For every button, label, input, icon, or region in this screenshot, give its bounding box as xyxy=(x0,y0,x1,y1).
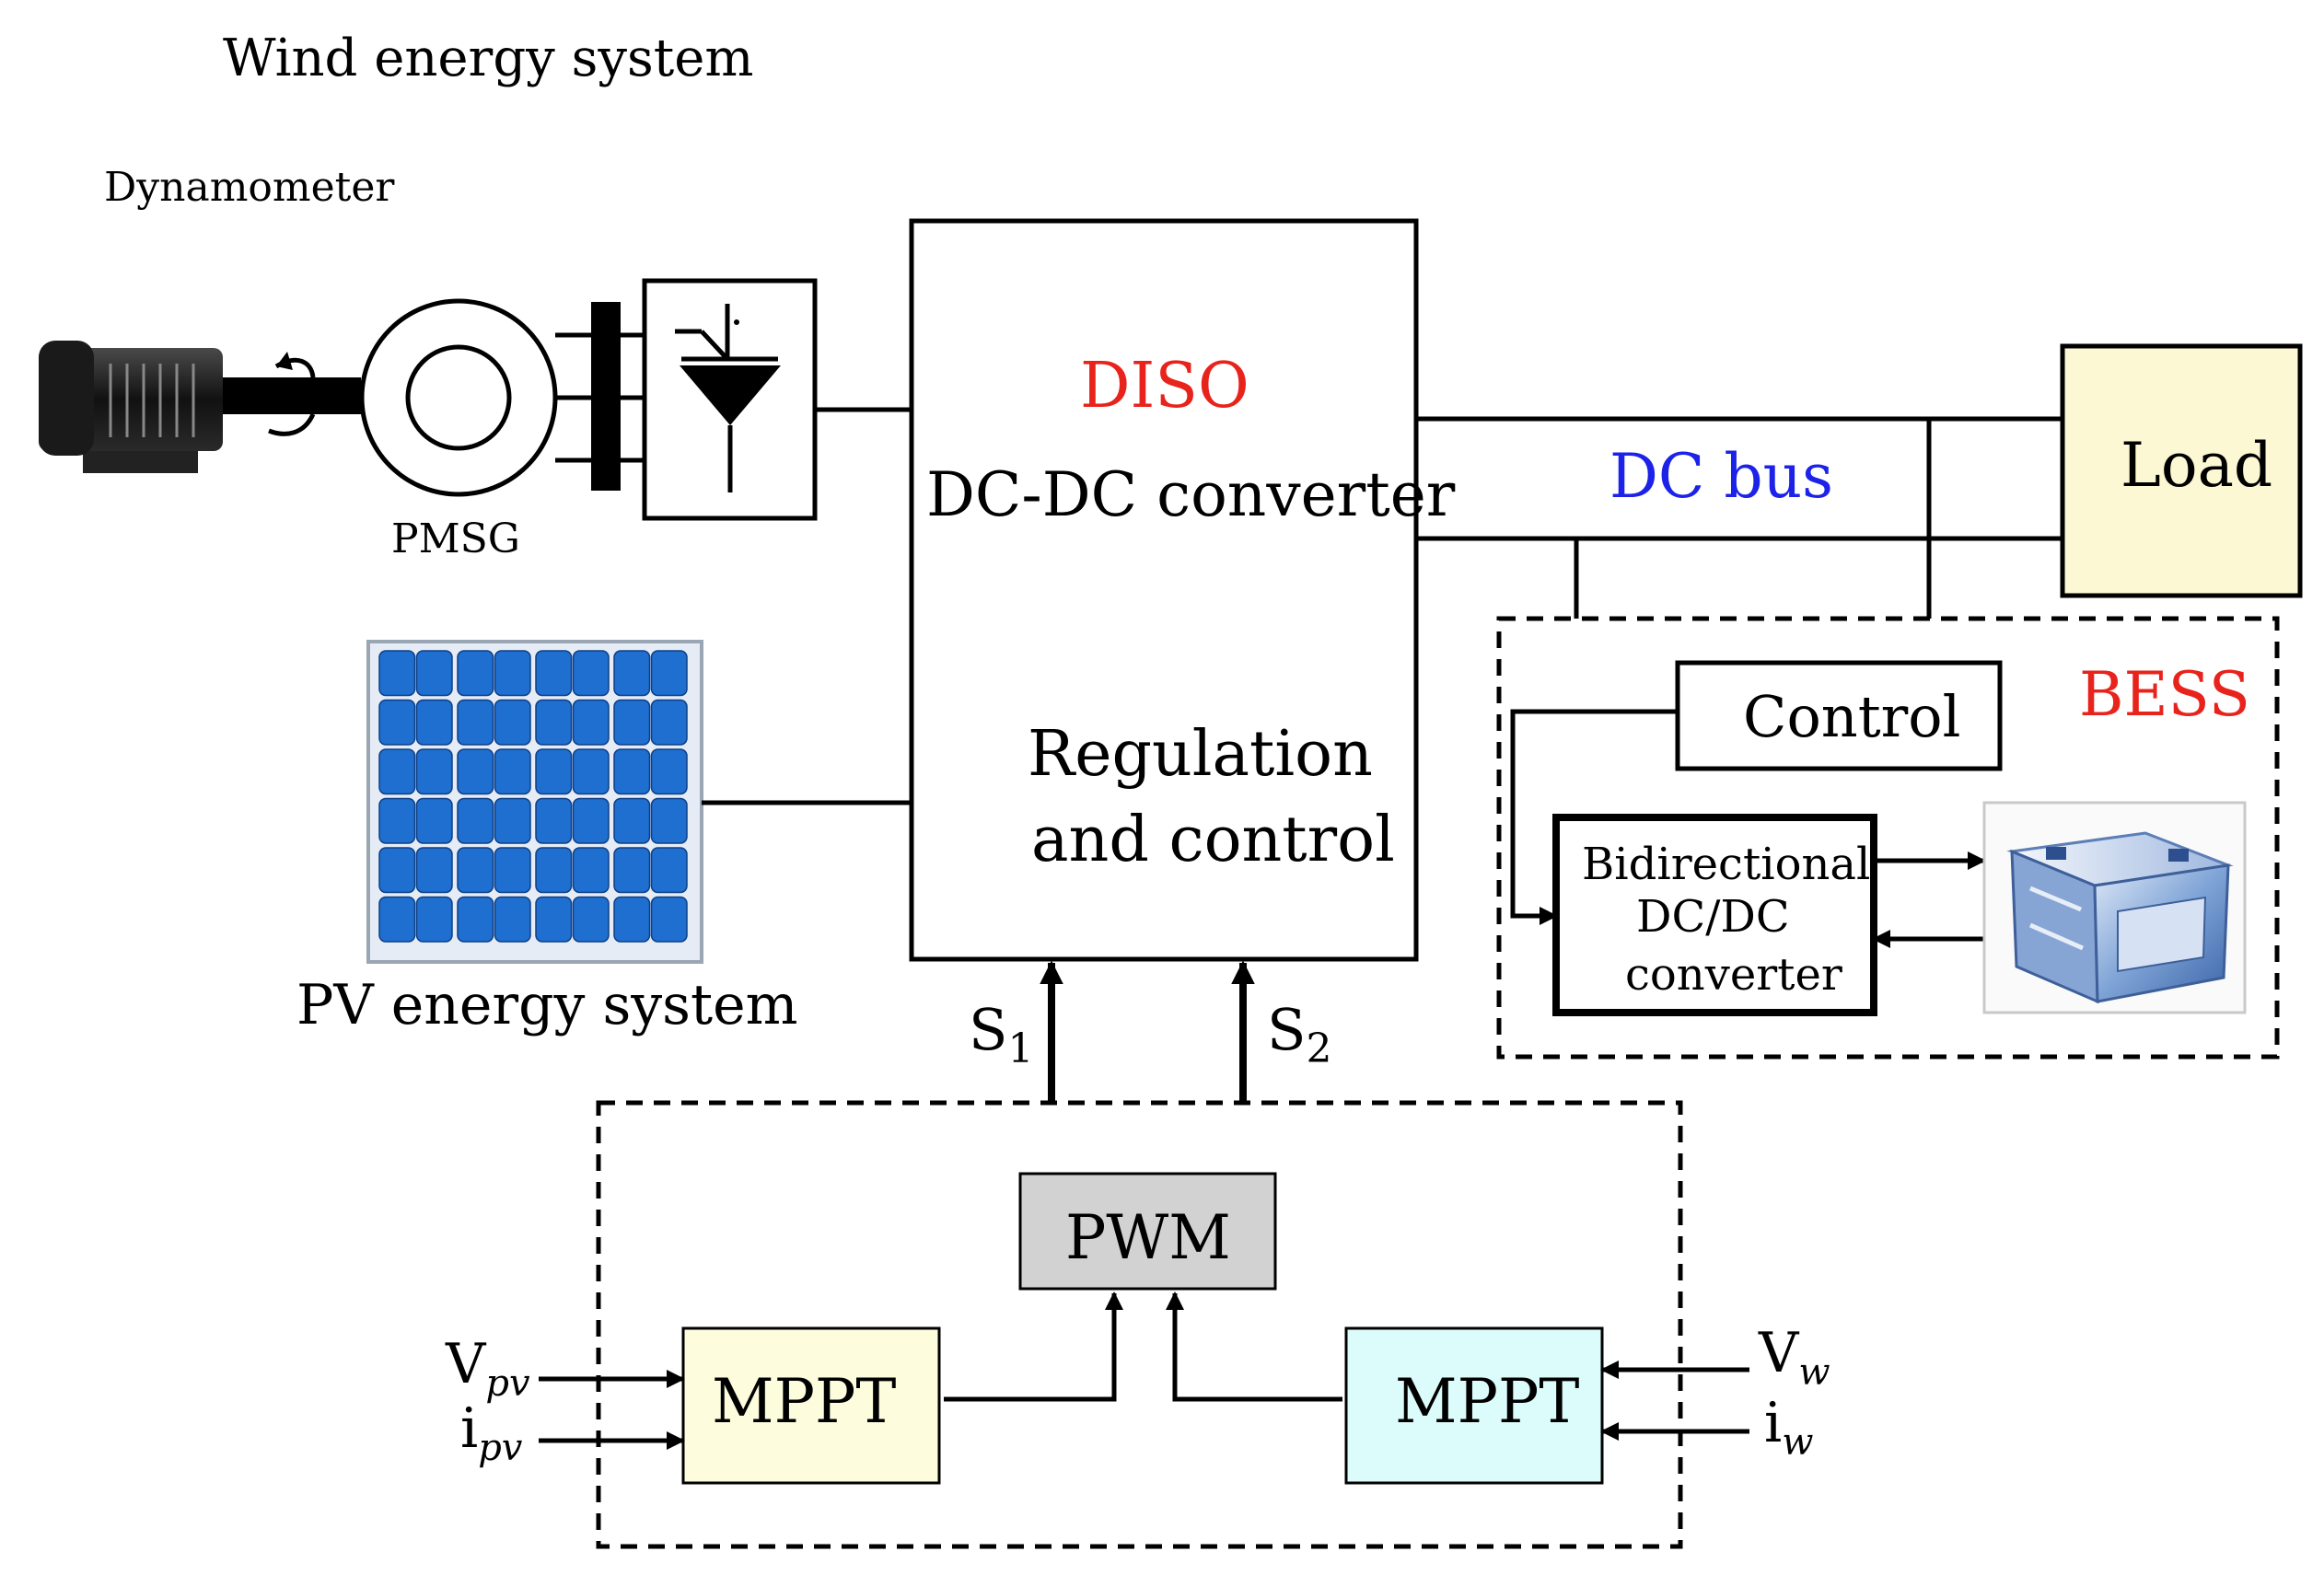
s1-label: S1 xyxy=(969,996,1033,1072)
dc-bus xyxy=(1416,416,2063,619)
pv-cell xyxy=(535,847,573,894)
pv-cell xyxy=(494,797,531,844)
pv-cell xyxy=(494,699,531,746)
load-block: Load xyxy=(2060,343,2303,598)
dcdc-converter-label: DC-DC converter xyxy=(926,459,1456,530)
dynamometer-motor-icon xyxy=(39,341,361,473)
pv-cell xyxy=(572,847,610,894)
diso-label: DISO xyxy=(1080,350,1249,423)
pv-cell xyxy=(535,748,573,795)
bess-boundary xyxy=(1496,616,2280,1060)
pv-cell xyxy=(572,896,610,943)
mppt-wind-block: MPPT xyxy=(1344,1326,1604,1485)
control-to-bidirectional-wire xyxy=(1510,709,1678,925)
pv-cell xyxy=(457,797,494,844)
pv-cell xyxy=(378,797,416,844)
wind-energy-system-title: Wind energy system xyxy=(223,29,753,88)
battery-icon xyxy=(1982,801,2247,1014)
dcdc-slash-label: DC/DC xyxy=(1636,891,1790,943)
dc-bus-label: DC bus xyxy=(1609,441,1833,512)
pv-cell xyxy=(572,650,610,697)
dynamometer-label: Dynamometer xyxy=(104,164,395,211)
pv-cell xyxy=(378,650,416,697)
bess-label: BESS xyxy=(2079,659,2250,730)
pv-cell xyxy=(650,650,688,697)
pv-cell xyxy=(613,797,651,844)
pv-cell xyxy=(415,650,453,697)
mppt-pv-to-pwm-wire xyxy=(944,1291,1123,1402)
pv-cell xyxy=(415,797,453,844)
pv-cell xyxy=(415,847,453,894)
pwm-block: PWM xyxy=(1018,1172,1277,1291)
s2-label: S2 xyxy=(1267,996,1331,1072)
pv-cell xyxy=(457,650,494,697)
pv-cell xyxy=(378,748,416,795)
bidirectional-converter-block: Bidirectional DC/DC converter xyxy=(1552,814,1877,1016)
bess-control-block: Control xyxy=(1675,660,2003,771)
rectifier-box xyxy=(642,278,818,521)
control-unit-boundary xyxy=(596,1100,1683,1549)
load-label: Load xyxy=(2121,430,2272,501)
pv-cell xyxy=(572,699,610,746)
pv-cell xyxy=(494,847,531,894)
pv-cell xyxy=(572,748,610,795)
regulation-label: Regulation xyxy=(1028,718,1373,791)
pv-cell xyxy=(378,699,416,746)
pmsg-generator-icon xyxy=(359,298,645,497)
pv-cell xyxy=(415,896,453,943)
diso-converter-block: DISO DC-DC converter Regulation and cont… xyxy=(909,218,1456,962)
pv-cell xyxy=(494,748,531,795)
pv-cell xyxy=(650,699,688,746)
mppt-pv-block: MPPT xyxy=(681,1326,941,1485)
pv-cell xyxy=(613,847,651,894)
pv-cell xyxy=(613,896,651,943)
pv-cell xyxy=(650,797,688,844)
mppt-wind-label: MPPT xyxy=(1395,1366,1579,1437)
pv-cell xyxy=(457,896,494,943)
and-control-label: and control xyxy=(1031,804,1395,876)
pv-cell xyxy=(494,896,531,943)
pv-cell xyxy=(650,847,688,894)
bidirectional-converter-label: converter xyxy=(1625,949,1842,1001)
pv-cell xyxy=(494,650,531,697)
pv-cell xyxy=(415,748,453,795)
pv-cell xyxy=(535,797,573,844)
pv-cell xyxy=(613,748,651,795)
bess-control-label: Control xyxy=(1743,683,1960,750)
ipv-label: ipv xyxy=(460,1396,523,1469)
pv-cell xyxy=(572,797,610,844)
pv-cell xyxy=(535,699,573,746)
pv-cell xyxy=(457,847,494,894)
pv-panel-icon xyxy=(366,640,703,964)
pv-cell xyxy=(650,748,688,795)
pv-cell xyxy=(457,748,494,795)
mppt-wind-to-pwm-wire xyxy=(1166,1291,1342,1402)
pwm-label: PWM xyxy=(1065,1202,1231,1273)
bidirectional-label: Bidirectional xyxy=(1582,839,1870,890)
mppt-pv-label: MPPT xyxy=(712,1366,896,1437)
vpv-label: Vpv xyxy=(445,1332,530,1405)
pv-cell xyxy=(415,699,453,746)
pv-cell xyxy=(650,896,688,943)
pv-cell xyxy=(535,896,573,943)
pv-cell xyxy=(378,847,416,894)
pmsg-label: PMSG xyxy=(391,515,520,562)
pv-cell xyxy=(535,650,573,697)
pv-energy-system-label: PV energy system xyxy=(296,973,797,1037)
pv-cell xyxy=(613,650,651,697)
pv-cell xyxy=(613,699,651,746)
iw-label: iw xyxy=(1764,1391,1813,1464)
pv-cell xyxy=(457,699,494,746)
vw-label: Vw xyxy=(1758,1321,1830,1394)
pv-cell xyxy=(378,896,416,943)
